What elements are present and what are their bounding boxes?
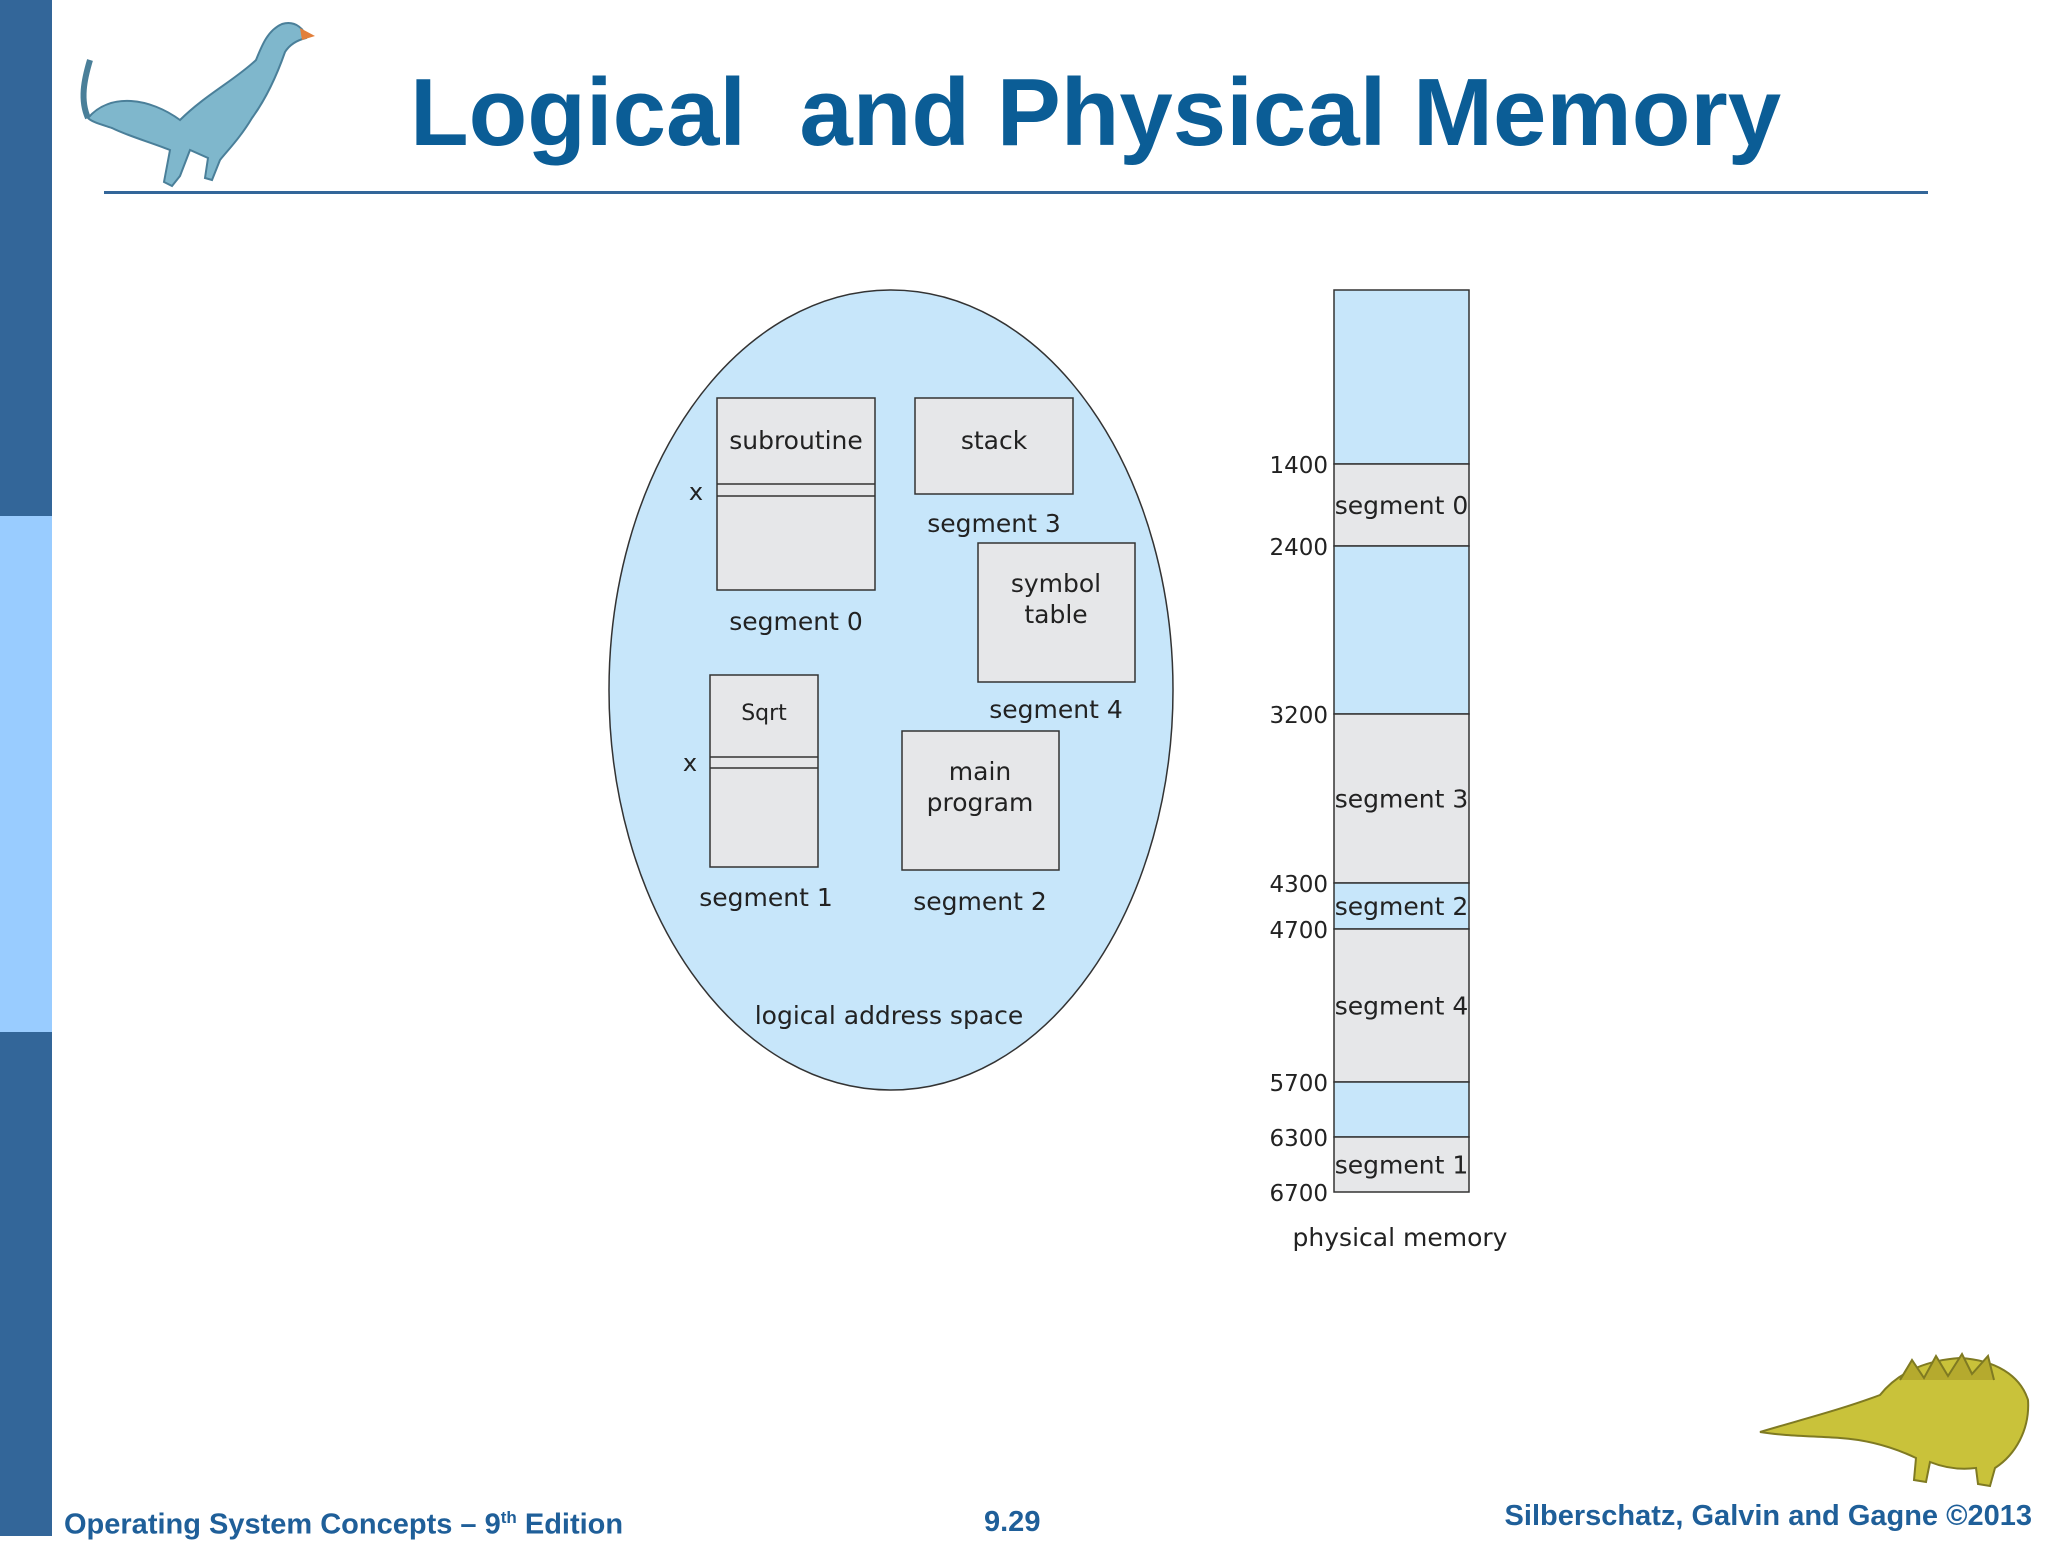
subroutine-label: subroutine (729, 426, 863, 455)
physical-memory-blocks: segment 0 segment 3 segment 2 segment 4 segm… (1333, 289, 1470, 1193)
symbol-table-box (977, 542, 1136, 683)
side-bar-middle (0, 516, 52, 1032)
segment-3-caption: segment 3 (927, 509, 1061, 538)
stack-label: stack (961, 426, 1028, 455)
footer-page-number: 9.29 (984, 1506, 1041, 1538)
physical-block-label-5: segment 4 (1335, 992, 1469, 1021)
physical-block-label-3: segment 3 (1335, 785, 1469, 814)
physical-block-2 (1333, 545, 1470, 715)
dinosaur-top-illustration (80, 22, 315, 188)
segment-0-caption: segment 0 (729, 607, 863, 636)
physical-block-7 (1333, 1136, 1470, 1193)
sqrt-label: Sqrt (741, 701, 787, 726)
physical-block-label-4: segment 2 (1335, 892, 1469, 921)
symbol-table-label-line2: table (1024, 600, 1087, 629)
main-program-box (901, 730, 1060, 871)
physical-address-6700: 6700 (1269, 1181, 1328, 1207)
main-program-label-line1: main (949, 757, 1011, 786)
main-program-label-line2: program (927, 788, 1034, 817)
physical-memory-addresses: 1400 2400 3200 4300 4700 5700 6300 6700 (1269, 453, 1328, 1207)
physical-address-1400: 1400 (1269, 453, 1328, 479)
footer-edition-superscript: th (500, 1508, 517, 1527)
sqrt-box (709, 674, 819, 868)
physical-address-5700: 5700 (1269, 1071, 1328, 1097)
logical-address-space-ellipse (608, 289, 1174, 1091)
physical-memory-caption: physical memory (1293, 1223, 1508, 1252)
side-bar-bottom (0, 1032, 52, 1536)
footer-copyright: Silberschatz, Galvin and Gagne ©2013 (1504, 1500, 2032, 1532)
subroutine-x-marker: x (689, 478, 703, 506)
physical-block-5 (1333, 928, 1470, 1083)
dinosaur-bottom-illustration (1759, 1351, 2030, 1488)
stack-box (914, 397, 1074, 495)
segment-4-caption: segment 4 (989, 695, 1123, 724)
segment-2-caption: segment 2 (913, 887, 1047, 916)
physical-block-0 (1333, 289, 1470, 465)
title-rule (104, 191, 1928, 194)
footer-book-title: Operating System Concepts – 9th Edition (64, 1508, 623, 1542)
segment-1-caption: segment 1 (699, 883, 833, 912)
side-bar-top (0, 0, 52, 516)
physical-block-3 (1333, 713, 1470, 884)
footer-book-title-text: Operating System Concepts – 9 (64, 1508, 501, 1541)
subroutine-box (716, 397, 876, 591)
physical-address-2400: 2400 (1269, 535, 1328, 561)
physical-address-4700: 4700 (1269, 918, 1328, 944)
physical-address-3200: 3200 (1269, 703, 1328, 729)
symbol-table-label-line1: symbol (1011, 569, 1101, 598)
footer-edition-text: Edition (516, 1508, 624, 1541)
slide-title: Logical and Physical Memory (410, 59, 1782, 166)
physical-block-1 (1333, 463, 1470, 547)
logical-address-space-caption: logical address space (755, 1001, 1024, 1030)
physical-block-6 (1333, 1081, 1470, 1138)
sqrt-x-marker: x (683, 749, 697, 777)
physical-block-label-7: segment 1 (1335, 1151, 1469, 1180)
physical-block-label-1: segment 0 (1335, 491, 1469, 520)
physical-address-6300: 6300 (1269, 1126, 1328, 1152)
physical-address-4300: 4300 (1269, 872, 1328, 898)
